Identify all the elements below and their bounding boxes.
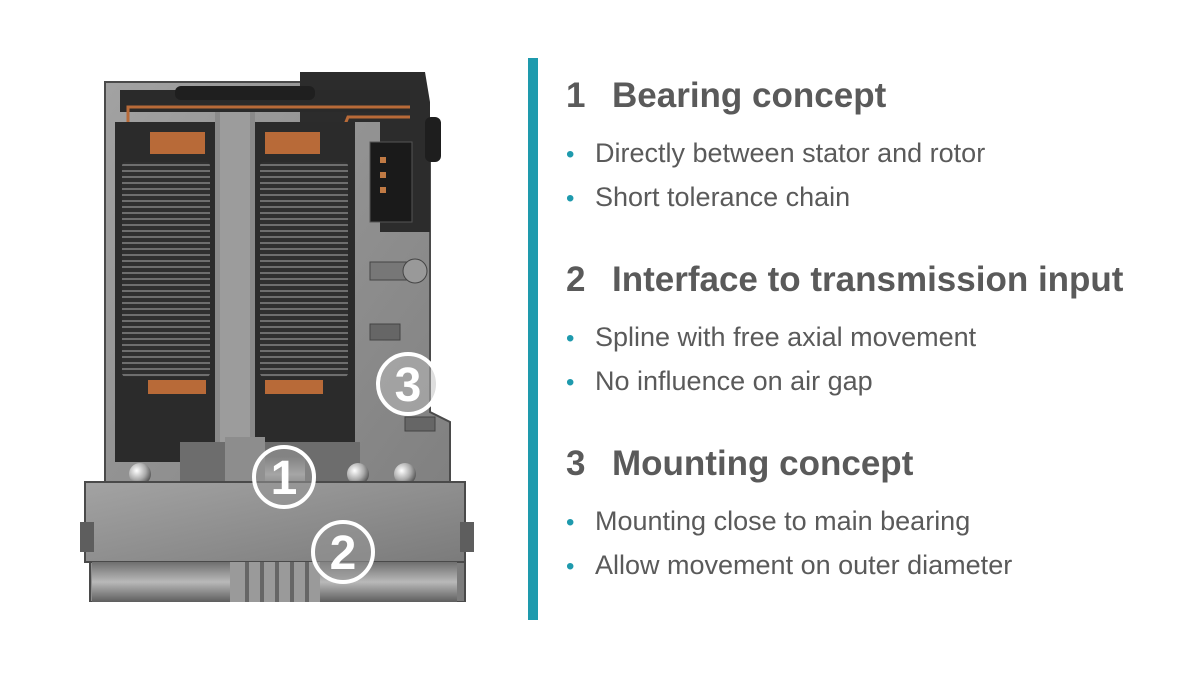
screw-lower (369, 323, 401, 341)
marker-badge-2-label: 2 (330, 527, 357, 580)
list-item: • Allow movement on outer diameter (566, 544, 1186, 588)
list-item: • Mounting close to main bearing (566, 500, 1186, 544)
bearing-ball-left (129, 463, 151, 485)
marker-badge-2: 2 (311, 520, 375, 584)
bearing-ball-right-b (394, 463, 416, 485)
stator-right-windings (260, 162, 348, 377)
bullet-dot-icon: • (566, 553, 575, 580)
bullet-text: Short tolerance chain (595, 182, 851, 212)
connector-pins (369, 141, 413, 223)
section-number: 2 (566, 260, 586, 299)
list-item: • No influence on air gap (566, 360, 1186, 404)
marker-badge-1: 1 (252, 445, 316, 509)
copper-coil-top-right (265, 132, 320, 154)
bullet-dot-icon: • (566, 141, 575, 168)
list-item: • Directly between stator and rotor (566, 132, 1186, 176)
marker-badge-3: 3 (376, 352, 440, 416)
bullet-dot-icon: • (566, 509, 575, 536)
copper-coil-bottom-left (148, 380, 206, 394)
motor-cross-section-illustration: 1 2 3 (80, 72, 474, 602)
bullet-list: • Directly between stator and rotor • Sh… (566, 132, 1186, 220)
section-heading: 2 Interface to transmission input (566, 258, 1186, 302)
section-heading: 1 Bearing concept (566, 74, 1186, 118)
section-heading: 3 Mounting concept (566, 442, 1186, 486)
marker-badge-1-label: 1 (271, 452, 298, 505)
bullet-list: • Spline with free axial movement • No i… (566, 316, 1186, 404)
section-title: Interface to transmission input (612, 260, 1124, 299)
marker-badge-3-label: 3 (395, 359, 422, 412)
bullet-text: No influence on air gap (595, 366, 873, 396)
bullet-text: Directly between stator and rotor (595, 138, 986, 168)
section-title: Mounting concept (612, 444, 914, 483)
copper-coil-top-left (150, 132, 205, 154)
bullet-dot-icon: • (566, 185, 575, 212)
bearing-ball-right-a (347, 463, 369, 485)
list-item: • Spline with free axial movement (566, 316, 1186, 360)
bullet-text: Allow movement on outer diameter (595, 550, 1013, 580)
bullet-text: Mounting close to main bearing (595, 506, 971, 536)
copper-coil-bottom-right (265, 380, 323, 394)
bullet-dot-icon: • (566, 369, 575, 396)
motor-cross-section-figure: 1 2 3 (80, 62, 480, 602)
section-bearing-concept: 1 Bearing concept • Directly between sta… (566, 74, 1186, 220)
bullet-list: • Mounting close to main bearing • Allow… (566, 500, 1186, 588)
list-item: • Short tolerance chain (566, 176, 1186, 220)
connector-cap (425, 117, 441, 162)
stator-left-windings (122, 162, 210, 377)
bullet-dot-icon: • (566, 325, 575, 352)
section-number: 3 (566, 444, 586, 483)
bullet-text: Spline with free axial movement (595, 322, 977, 352)
section-number: 1 (566, 76, 586, 115)
accent-divider (528, 58, 538, 620)
content-column: 1 Bearing concept • Directly between sta… (566, 74, 1186, 626)
section-mounting-concept: 3 Mounting concept • Mounting close to m… (566, 442, 1186, 588)
section-title: Bearing concept (612, 76, 887, 115)
section-interface-transmission: 2 Interface to transmission input • Spli… (566, 258, 1186, 404)
